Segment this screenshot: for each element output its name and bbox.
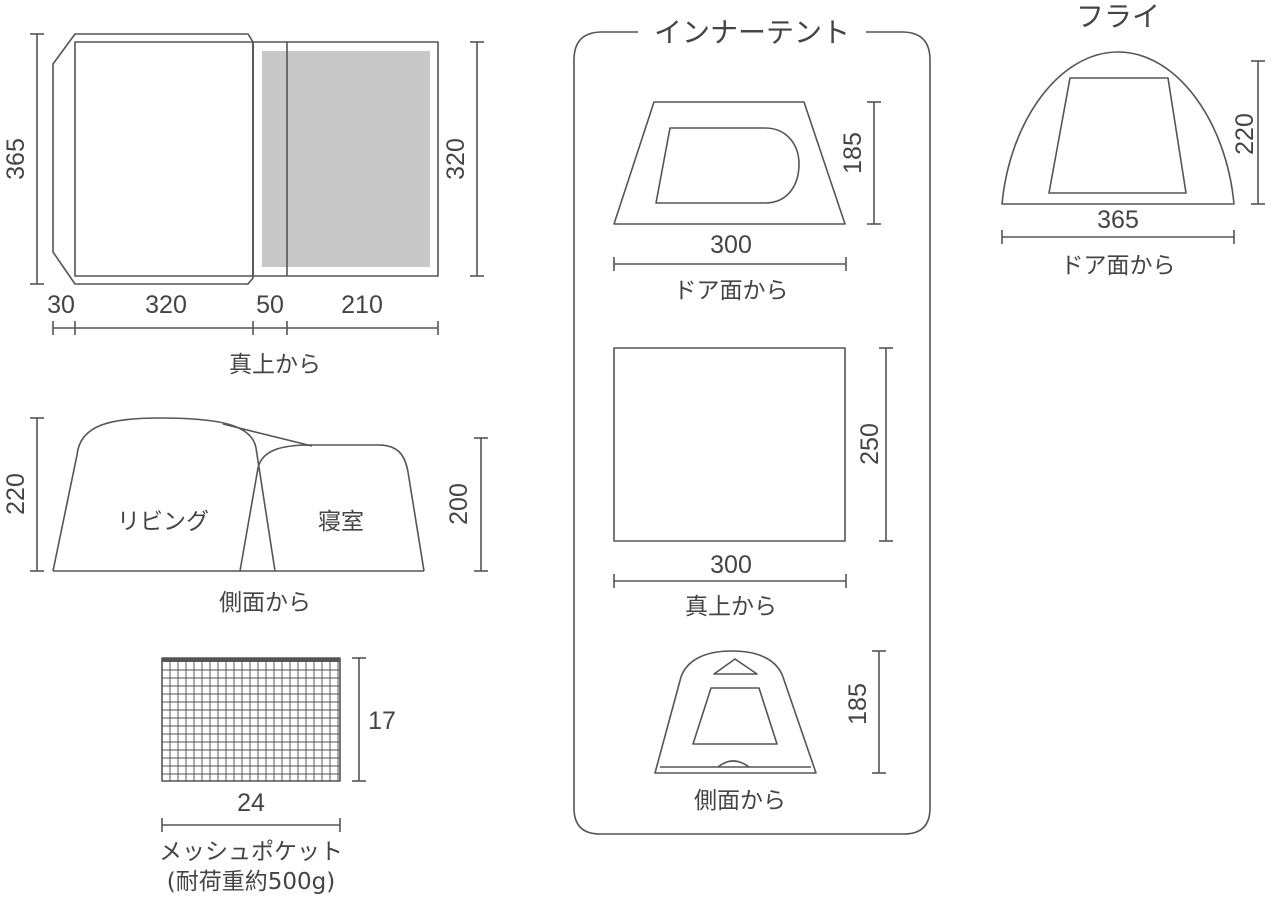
inner-top-view: 250 300 真上から [613, 347, 893, 620]
fly-diagram: フライ 220 365 ドア面から [1001, 0, 1265, 279]
room-label-living: リビング [117, 509, 209, 535]
inner-side-outline [654, 650, 817, 774]
dimension-line [30, 33, 44, 285]
dimension-label: 300 [710, 551, 752, 579]
inner-door-opening [655, 127, 800, 204]
dimension-line [879, 347, 893, 542]
dimension-line [30, 417, 44, 572]
room-label-bedroom: 寝室 [318, 509, 364, 535]
inner-side-window [692, 687, 778, 745]
dimension-line [474, 437, 488, 572]
dimension-line [1251, 60, 1265, 205]
dimension-label: 365 [1097, 206, 1139, 234]
dimension-label: 210 [341, 291, 383, 319]
bedroom-shaded-area [262, 51, 430, 267]
mesh-pocket-caption: メッシュポケット [159, 839, 343, 865]
dimension-label: 30 [47, 291, 75, 319]
living-floor-outline [52, 33, 254, 285]
view-caption: ドア面から [1061, 253, 1176, 279]
top-view-diagram: 365 320 30 320 50 210 真上から [2, 33, 484, 378]
dimension-label: 185 [844, 683, 872, 725]
inner-tent-frame [573, 31, 931, 835]
view-caption: 側面から [694, 788, 786, 814]
fly-door-panel [1048, 77, 1187, 194]
inner-floor-outline [613, 347, 846, 542]
view-caption: 真上から [685, 594, 777, 620]
inner-side-floor-arc [717, 760, 750, 768]
dimension-label: 17 [368, 707, 396, 735]
side-view-diagram: リビング 寝室 220 200 側面から [2, 417, 488, 616]
dimension-line [1001, 230, 1235, 244]
bedroom-shape [239, 444, 425, 572]
inner-side-view: 185 側面から [654, 650, 886, 814]
inner-door-outline [613, 101, 846, 225]
inner-door-view: 185 300 ドア面から [613, 101, 881, 304]
inner-tent-panel: インナーテント 185 300 ドア面から [573, 16, 931, 835]
inner-tent-title: インナーテント [654, 16, 850, 49]
dimension-line [872, 650, 886, 774]
dimension-label: 185 [839, 132, 867, 174]
dimension-line [52, 321, 439, 335]
roof-connector [222, 423, 313, 447]
mesh-pocket-outline [161, 657, 341, 782]
fly-title: フライ [1076, 0, 1160, 33]
mesh-pocket-load-note: (耐荷重約500g) [167, 869, 335, 895]
mesh-grid [162, 662, 340, 781]
dimension-label: 220 [2, 473, 30, 515]
fly-outline [1001, 51, 1235, 205]
living-floor-inner [74, 41, 254, 277]
dimension-label: 24 [237, 789, 265, 817]
dimension-label: 50 [256, 291, 284, 319]
dimension-label: 320 [442, 138, 470, 180]
view-caption: 側面から [219, 590, 311, 616]
dimension-line [470, 41, 484, 277]
living-room-shape [52, 417, 276, 572]
bedroom-floor-outline [252, 41, 439, 277]
dimension-line [613, 574, 847, 588]
dimension-label: 365 [2, 138, 30, 180]
dimension-label: 300 [710, 231, 752, 259]
dimension-line [613, 257, 847, 271]
dimension-label: 250 [856, 423, 884, 465]
dimension-label: 320 [145, 291, 187, 319]
view-caption: 真上から [229, 352, 321, 378]
dimension-line [867, 101, 881, 225]
inner-side-vent [713, 658, 758, 675]
mesh-pocket-diagram: 17 24 メッシュポケット (耐荷重約500g) [159, 657, 396, 895]
dimension-label: 220 [1231, 113, 1259, 155]
dimension-line [161, 818, 341, 832]
view-caption: ドア面から [674, 278, 789, 304]
dimension-label: 200 [445, 483, 473, 525]
dimension-line [352, 657, 366, 782]
